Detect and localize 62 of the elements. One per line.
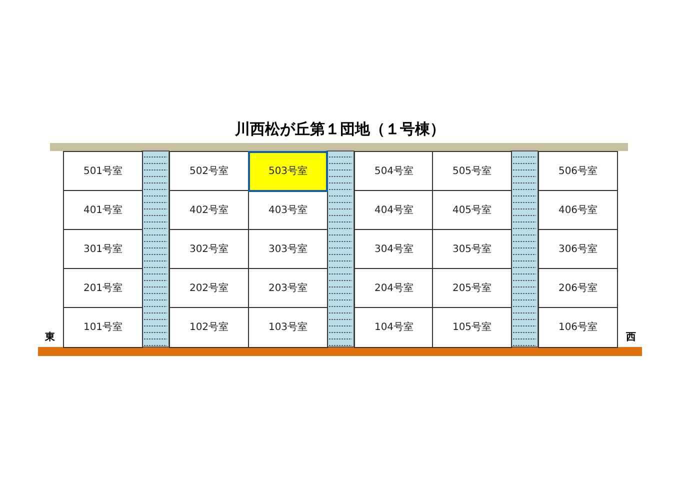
room-number: 505号室: [452, 164, 492, 178]
room-number: 502号室: [189, 164, 229, 178]
room-box: [354, 190, 434, 230]
room-box: [432, 307, 512, 348]
room-box: [248, 307, 328, 348]
room-number: 503号室: [268, 164, 308, 178]
room-number: 303号室: [268, 242, 308, 256]
room-number: 501号室: [83, 164, 123, 178]
title: 川西松が丘第１団地（１号棟）: [235, 120, 445, 139]
room-box: [432, 151, 512, 192]
room-box: [248, 229, 328, 270]
room-box: [248, 268, 328, 308]
room-box: [354, 229, 434, 270]
room-box: [63, 307, 143, 348]
room-number: 101号室: [83, 320, 123, 334]
room-number: 305号室: [452, 242, 492, 256]
room-box: [538, 268, 618, 308]
room-number: 403号室: [268, 204, 308, 218]
direction-label: 西: [626, 331, 636, 344]
room-box: [538, 307, 618, 348]
room-box: [169, 307, 249, 348]
room-number: 102号室: [189, 320, 229, 334]
room-number: 306号室: [558, 242, 598, 256]
room-number: 205号室: [452, 282, 492, 296]
room-number: 304号室: [374, 242, 414, 256]
room-number: 202号室: [189, 282, 229, 296]
room-number: 203号室: [268, 282, 308, 296]
room-box: [169, 151, 249, 192]
room-number: 301号室: [83, 242, 123, 256]
room-box: [63, 268, 143, 308]
room-number: 404号室: [374, 204, 414, 218]
room-number: 201号室: [83, 282, 123, 296]
room-number: 402号室: [189, 204, 229, 218]
room-number: 405号室: [452, 204, 492, 218]
room-box: [169, 268, 249, 308]
room-box: [538, 229, 618, 270]
room-box: [432, 268, 512, 308]
room-number: 302号室: [189, 242, 229, 256]
room-number: 103号室: [268, 320, 308, 334]
room-box: [432, 190, 512, 230]
room-number: 506号室: [558, 164, 598, 178]
direction-label: 東: [45, 330, 55, 344]
room-number: 401号室: [83, 204, 123, 218]
room-box: [169, 229, 249, 270]
room-number: 106号室: [558, 320, 598, 334]
room-box: [63, 151, 143, 192]
room-box: [63, 190, 143, 230]
room-box: [354, 151, 434, 192]
room-box: [538, 190, 618, 230]
room-number: 105号室: [452, 320, 492, 334]
room-box: [63, 229, 143, 270]
room-number: 204号室: [374, 282, 414, 296]
room-box: [432, 229, 512, 270]
room-box: [354, 268, 434, 308]
room-number: 504号室: [374, 164, 414, 178]
room-number: 206号室: [558, 282, 598, 296]
room-number: 406号室: [558, 204, 598, 218]
room-number: 104号室: [374, 320, 414, 334]
room-box: [248, 151, 328, 192]
room-box: [538, 151, 618, 192]
room-box: [354, 307, 434, 348]
room-box: [169, 190, 249, 230]
